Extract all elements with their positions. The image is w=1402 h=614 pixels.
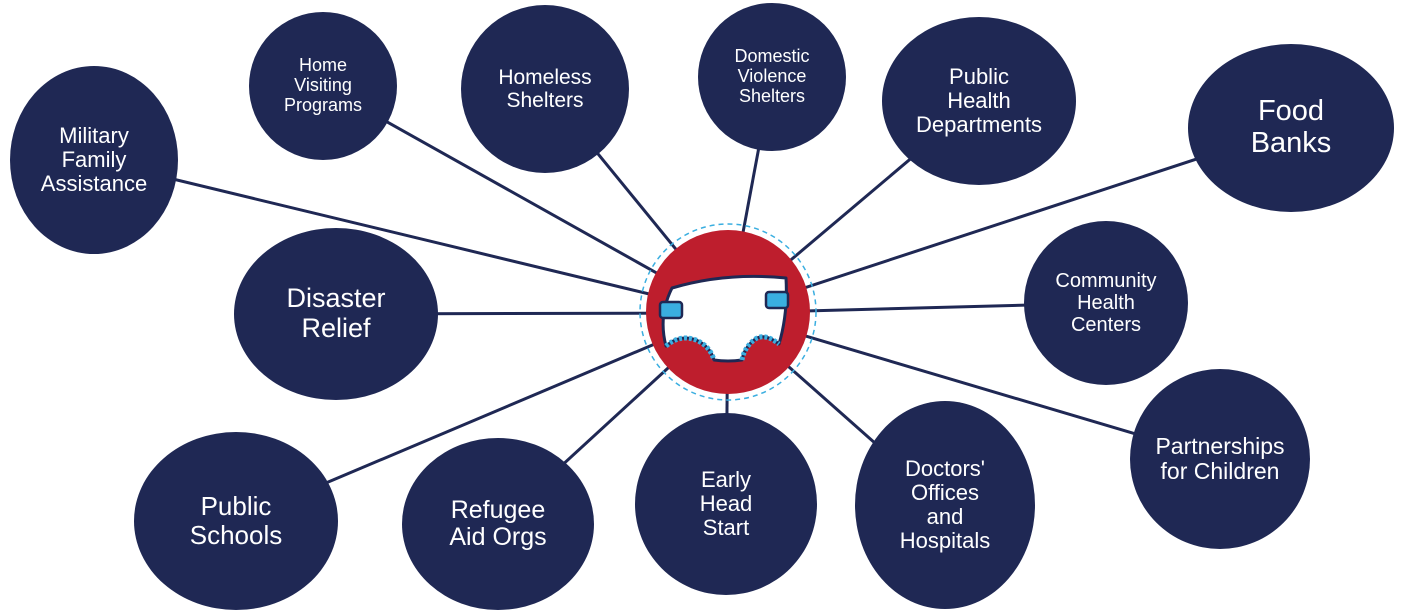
diaper-hub [639, 223, 817, 401]
node-label-line: Offices [910, 479, 980, 505]
node-label-line: Shelters [738, 85, 806, 106]
node-label-line: Aid Orgs [449, 523, 547, 551]
node-label-line: Banks [1250, 127, 1332, 159]
node-label-line: Programs [283, 94, 363, 115]
hub-dashed-ring [639, 223, 817, 401]
node-label-line: Domestic [734, 46, 810, 67]
node-label-line: Head [699, 490, 753, 516]
connector-line-military-family-assistance [93, 158, 729, 315]
node-label-line: Family [61, 146, 127, 172]
node-label-line: Health [947, 87, 1011, 113]
node-label-line: Food [1257, 95, 1325, 128]
node-label-line: Public [949, 63, 1009, 89]
node-label-line: Doctors' [904, 455, 985, 481]
node-label-line: Hospitals [899, 528, 991, 554]
node-label-line: Home [298, 55, 347, 76]
node-label-line: Early [700, 466, 752, 492]
node-label-line: Health [1077, 292, 1135, 314]
node-label-line: Schools [189, 520, 283, 550]
node-label-line: for Children [1160, 458, 1280, 484]
node-label-line: Start [702, 515, 750, 541]
node-label-line: Visiting [294, 75, 352, 96]
node-label-line: Partnerships [1155, 432, 1285, 459]
diaper-icon [658, 274, 790, 363]
node-label-line: Assistance [40, 171, 148, 197]
node-label-line: Refugee [450, 495, 546, 524]
node-label-line: Violence [737, 66, 807, 87]
node-label-line: Public [200, 491, 272, 522]
node-label-line: Relief [301, 313, 371, 343]
node-label-line: Disaster [286, 283, 386, 314]
node-label-line: Community [1055, 270, 1157, 292]
node-label-line: Centers [1070, 314, 1141, 336]
node-label-line: Homeless [498, 65, 592, 89]
node-label-line: Departments [916, 112, 1042, 138]
node-label-line: and [926, 504, 964, 529]
node-label-line: Military [59, 122, 129, 148]
node-label-line: Shelters [506, 89, 584, 112]
